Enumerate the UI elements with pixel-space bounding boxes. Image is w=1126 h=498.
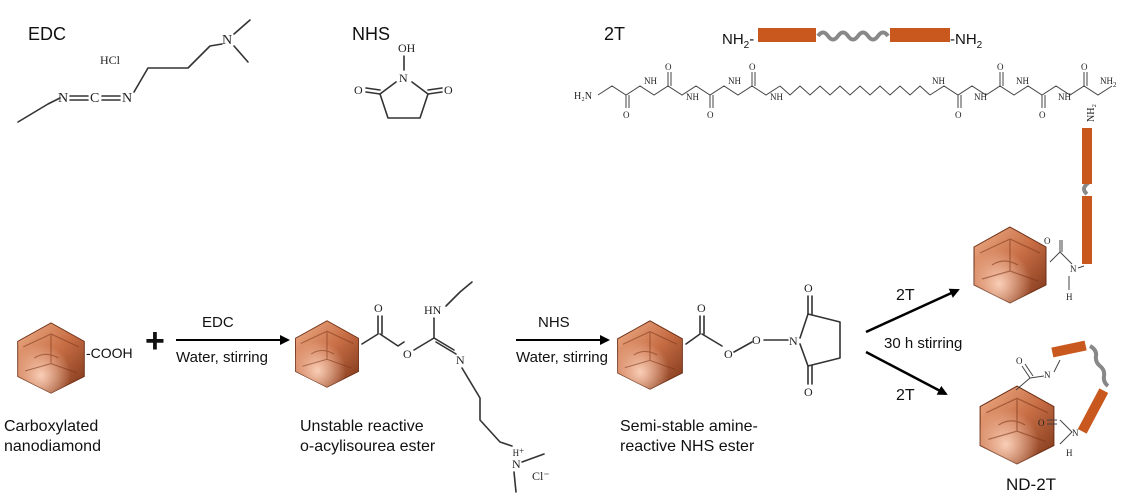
peptide-nh-3: NH [728,76,741,86]
nhs-title: NHS [352,24,390,44]
edc-n3-atom: N [222,33,232,48]
product-bottom-n-1: N [1044,370,1051,380]
plus-sign: + [145,322,165,360]
svg-text:NH2-: NH2- [722,31,754,51]
peptide-o-1: O [623,110,630,120]
edc-title: EDC [28,24,66,44]
product-bottom-linker: O N O N H [1015,340,1110,458]
peptide-nh2-end: NH2 [1100,76,1117,89]
peptide-nh-8: NH [1058,92,1071,102]
peptide-o-3: O [707,110,714,120]
ester-succinimide-o-bottom: O [804,385,813,399]
product-top-h: H [1066,292,1073,302]
cooh-group: -COOH [86,345,133,361]
branch-bottom-label: 2T [896,387,915,404]
t2-schematic: NH2- -NH2 [722,28,983,51]
branch-middle-label: 30 h stirring [884,335,962,352]
peptide-nh-4: NH [770,92,783,102]
edc-n1-atom: N [58,91,68,106]
ester-o2: O [752,333,761,347]
t2-nh2-left: NH [722,31,744,48]
peptide-nh-7: NH [1016,76,1029,86]
acyl-imine-n: N [456,353,465,367]
product-top-block-lower [1082,196,1092,264]
product-bottom-linker-wave [1088,344,1110,388]
t2-peptide-block-left [758,28,816,42]
arrow1-reagent: EDC [202,314,234,331]
product-bottom-carbonyl-o-1: O [1016,356,1023,366]
product-top-linker: O N H NH₂ [1044,104,1097,302]
peptide-o-8: O [1081,62,1088,72]
nhs-oh-atom: OH [398,41,416,55]
peptide-skeletal-formula: H₂N NH NH NH NH NH NH NH NH NH2 O O O O … [574,62,1117,120]
product-bottom-carbonyl-o-2: O [1038,418,1045,428]
product-bottom-h: H [1066,448,1073,458]
label-carboxylated-line2: nanodiamond [4,438,101,455]
ester-carbonyl-o: O [697,301,706,315]
product-top-nh2: NH₂ [1086,104,1097,122]
nanodiamond-product-top [973,226,1047,304]
edc-n2-atom: N [122,91,132,106]
peptide-o-7: O [1039,110,1046,120]
nanodiamond-2 [294,320,360,388]
label-semistable-line2: reactive NHS ester [620,438,755,455]
branch-top-label: 2T [896,287,915,304]
acyl-chloride: Cl⁻ [532,469,550,483]
t2-linker-wave [816,30,890,42]
product-bottom-block-1 [1051,340,1087,358]
nhs-structure: OH N O O [354,41,453,119]
nhs-o2-atom: O [444,83,453,97]
t2-title: 2T [604,24,625,44]
label-semistable-line1: Semi-stable amine- [620,418,758,435]
t2-nh2-right: -NH [950,31,977,48]
arrow2-conditions: Water, stirring [516,349,608,366]
ester-succinimide-o-top: O [804,281,813,295]
peptide-nh-5: NH [932,76,945,86]
label-unstable-line1: Unstable reactive [300,418,424,435]
peptide-nh-6: NH [974,92,987,102]
label-carboxylated-line1: Carboxylated [4,418,98,435]
nanodiamond-1 [17,322,85,394]
peptide-o-4: O [749,62,756,72]
edc-c-atom: C [90,91,99,106]
svg-text:NH+: NH+ [512,446,524,471]
peptide-o-2: O [665,62,672,72]
arrow-branch-bottom [865,350,948,396]
peptide-o-6: O [997,62,1004,72]
t2-peptide-block-right [890,28,950,42]
label-unstable-line2: o-acylisourea ester [300,438,436,455]
peptide-nh-1: NH [644,76,657,86]
nhs-n-atom: N [399,71,408,85]
acyl-ester-o: O [403,347,412,361]
peptide-nh-2: NH [686,92,699,102]
acyl-hn: HN [424,303,442,317]
product-top-block-upper [1082,128,1092,184]
product-bottom-n-2: N [1072,428,1079,438]
product-top-carbonyl-o: O [1044,236,1051,246]
svg-text:-NH2: -NH2 [950,31,983,51]
acyl-nplus: N [512,457,521,471]
edc-hcl-label: HCl [100,53,121,67]
product-bottom-block-2 [1077,388,1109,434]
nhs-o1-atom: O [354,83,363,97]
product-top-n: N [1070,264,1077,274]
product-label: ND-2T [1006,475,1056,494]
nanodiamond-3 [617,320,683,390]
ester-o1: O [724,347,733,361]
arrow-branch-top [865,288,960,334]
peptide-o-5: O [955,110,962,120]
peptide-h2n: H₂N [574,91,592,102]
edc-structure: N C N N [17,19,251,123]
acylisourea-structure: O O HN N NH+ Cl⁻ [361,281,550,493]
arrow1-conditions: Water, stirring [176,349,268,366]
acyl-carbonyl-o: O [374,301,383,315]
arrow2-reagent: NHS [538,314,570,331]
ester-succinimide-n: N [789,334,798,348]
nhs-ester-structure: O O O N O O [685,281,841,399]
